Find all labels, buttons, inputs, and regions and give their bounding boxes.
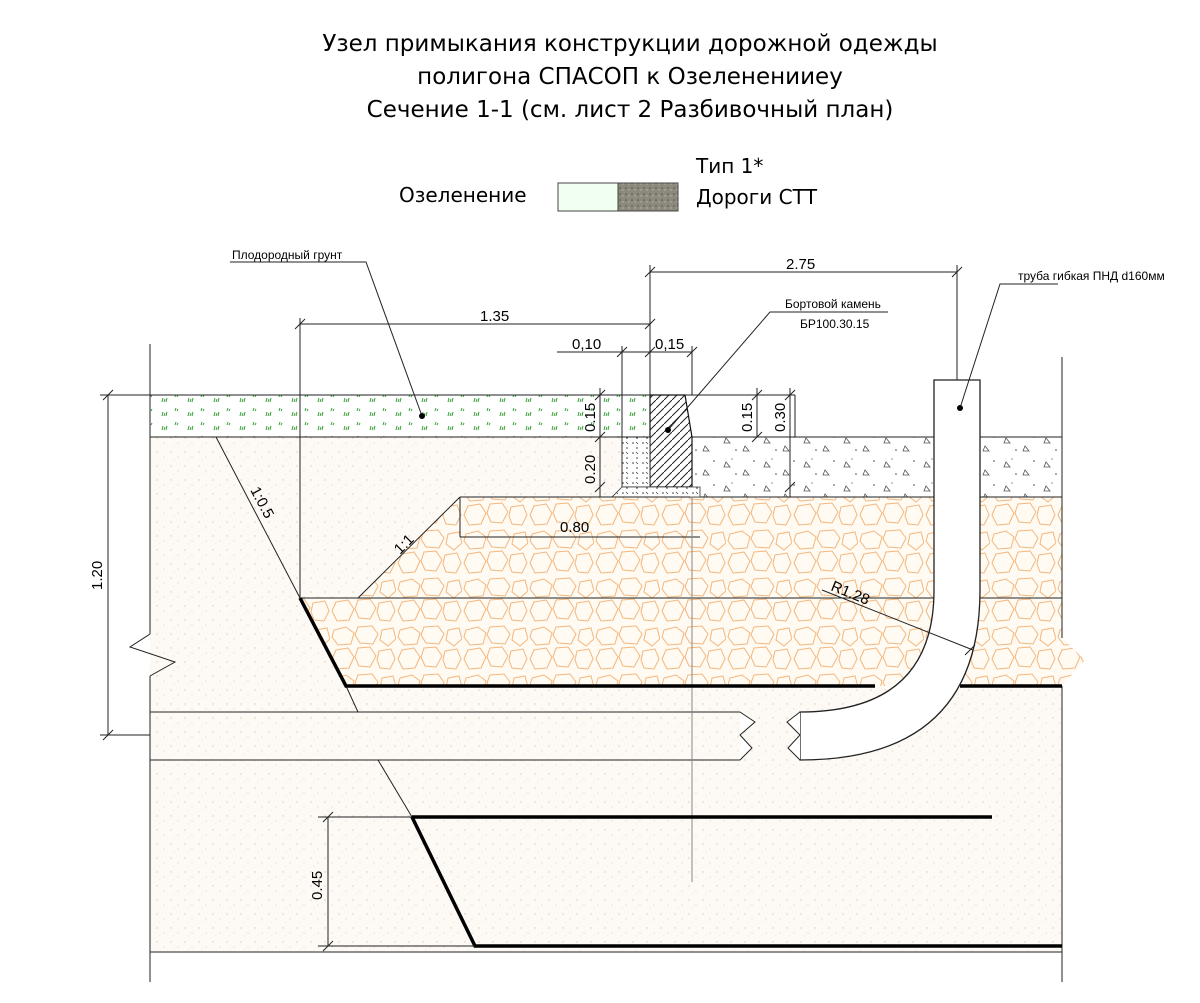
legend-road-swatch [617, 182, 679, 212]
road-concrete-layer [690, 437, 1062, 497]
legend-greening-swatch [557, 182, 619, 212]
flexible-pipe [799, 379, 981, 761]
title-line-3: Сечение 1-1 (см. лист 2 Разбивочный план… [366, 97, 894, 123]
label-curb-type: БР100.30.15 [800, 317, 870, 331]
dim-0-30: 0.30 [772, 403, 789, 432]
title-line-1: Узел примыкания конструкции дорожной оде… [322, 31, 938, 57]
legend-left-label: Озеленение [399, 183, 527, 207]
curb-mortar-bed [621, 436, 651, 488]
legend-right-bottom-label: Дороги СТТ [696, 185, 818, 209]
crushed-stone-upper-layer [358, 497, 1062, 598]
dim-0-20: 0.20 [582, 455, 599, 484]
dim-0-15-left: 0.15 [582, 403, 599, 432]
label-pipe: труба гибкая ПНД d160мм [1018, 269, 1165, 283]
dim-2-75: 2.75 [786, 256, 815, 273]
trench-bottom-upper [298, 597, 875, 688]
drawing-title: Узел примыкания конструкции дорожной оде… [0, 28, 1200, 127]
dim-1-20: 1.20 [89, 561, 106, 590]
dim-0-45: 0.45 [309, 871, 326, 900]
label-fertile-soil: Плодородный грунт [232, 248, 343, 262]
title-line-2: полигона СПАСОП к Озелененииеу [417, 64, 843, 90]
legend-right-top-label: Тип 1* [696, 154, 764, 178]
fertile-soil-layer [150, 395, 650, 437]
curb-base [611, 486, 701, 498]
dim-0-10: 0,10 [572, 336, 601, 353]
dim-1-35: 1.35 [480, 308, 509, 325]
label-curb-stone: Бортовой камень [785, 297, 881, 311]
dim-0-80: 0.80 [560, 519, 589, 536]
dim-0-15-right: 0.15 [739, 403, 756, 432]
dim-0-15-top: 0,15 [655, 336, 684, 353]
